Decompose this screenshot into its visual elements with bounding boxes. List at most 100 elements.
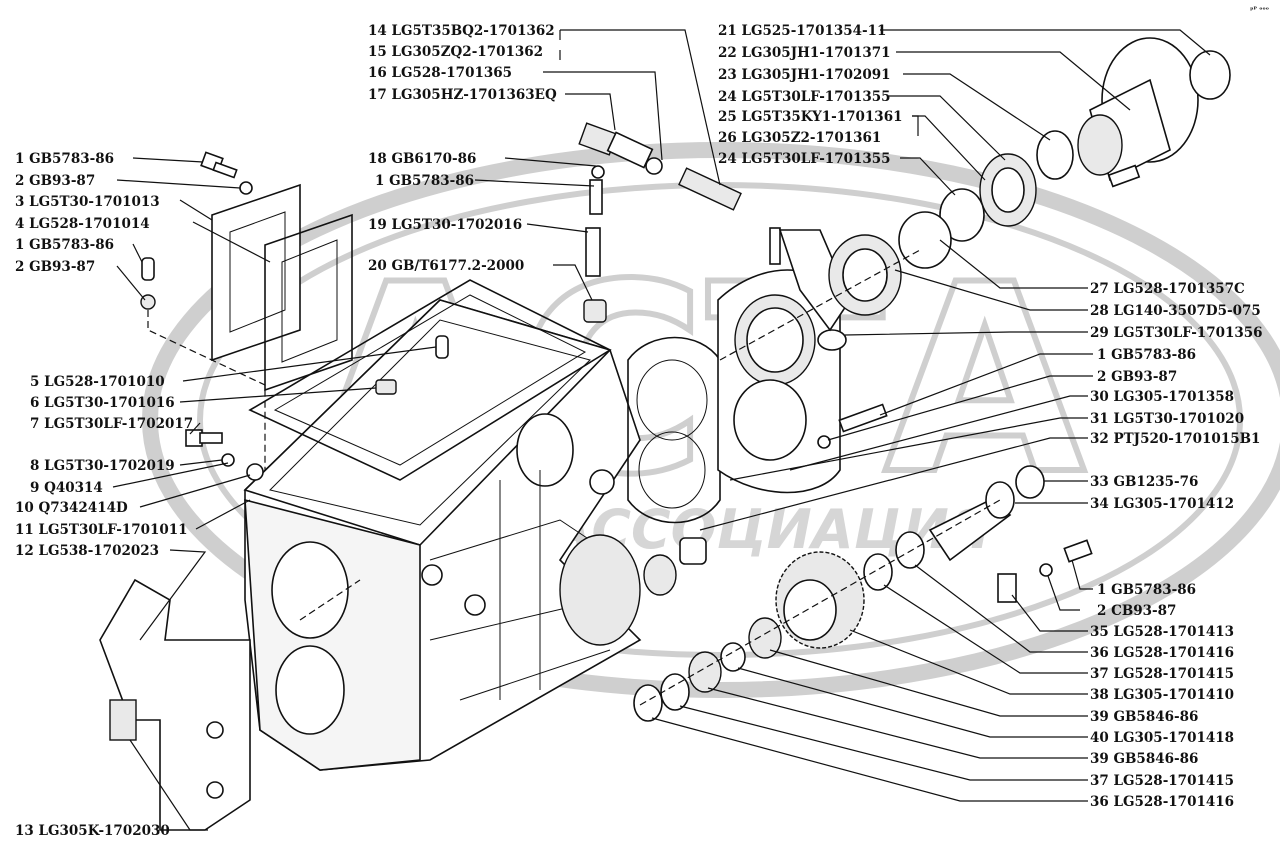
callout-washer-2-d: 2 GB93-87 <box>1097 369 1177 385</box>
callout-bolt-1-c: 1 GB5783-86 <box>375 173 474 189</box>
callout-washer-2-b: 2 GB93-87 <box>15 259 95 275</box>
seal-23-inner <box>991 167 1025 213</box>
gasket-4-window <box>281 239 338 363</box>
bearing-28-inner <box>842 248 888 302</box>
shift-fork-body <box>99 578 251 831</box>
output-flange-21 <box>1077 37 1231 188</box>
callout-part-35: 35 LG528-1701413 <box>1090 624 1234 640</box>
cover-plate-3 <box>211 183 301 362</box>
callout-part-39-b: 39 GB5846-86 <box>1090 751 1198 767</box>
cover-plate-3-window <box>229 211 286 333</box>
pin-5 <box>435 335 449 359</box>
callout-part-17: 17 LG305HZ-1701363EQ <box>368 87 557 103</box>
needle-bearing-39-lower <box>688 651 722 693</box>
callout-part-15: 15 LG305ZQ2-1701362 <box>368 44 543 60</box>
rear-cover-31 <box>717 269 847 494</box>
lock-plate-35 <box>997 573 1017 603</box>
callout-part-36-a: 36 LG528-1701416 <box>1090 645 1234 661</box>
callout-part-27: 27 LG528-1701357C <box>1090 281 1245 297</box>
callout-part-13: 13 LG305K-1702030 <box>15 823 170 839</box>
flange-21-bolt <box>1107 164 1141 188</box>
callout-part-26: 26 LG305Z2-1701361 <box>718 130 881 146</box>
callout-part-24-a: 24 LG5T30LF-1701355 <box>718 89 891 105</box>
callout-part-30: 30 LG305-1701358 <box>1090 389 1234 405</box>
callout-cover-3: 3 LG5T30-1701013 <box>15 194 160 210</box>
cover-31-bore-2 <box>733 379 807 461</box>
speedo-boss-housing <box>778 229 851 332</box>
bolt-1-lower <box>1063 539 1093 563</box>
callout-part-20: 20 GB/T6177.2-2000 <box>368 258 524 274</box>
callout-washer-2-a: 2 GB93-87 <box>15 173 95 189</box>
speedo-gear-14 <box>678 167 742 211</box>
housing-ribs <box>429 470 621 701</box>
gasket-30-outline <box>627 336 721 524</box>
callout-part-28: 28 LG140-3507D5-075 <box>1090 303 1261 319</box>
washer-2-lower <box>1039 563 1053 577</box>
watermark-ellipse-outer <box>142 142 1280 698</box>
speedometer-drive <box>578 122 742 211</box>
callout-part-24-b: 24 LG5T30LF-1701355 <box>718 151 891 167</box>
callout-part-37-a: 37 LG528-1701415 <box>1090 666 1234 682</box>
housing-top-opening <box>269 319 591 526</box>
callout-part-36-b: 36 LG528-1701416 <box>1090 794 1234 810</box>
callout-bolt-1-e: 1 GB5783-86 <box>1097 582 1196 598</box>
bolt-1-left <box>141 257 155 281</box>
callout-part-25: 25 LG5T35KY1-1701361 <box>718 109 903 125</box>
callout-part-23: 23 LG305JH1-1702091 <box>718 67 891 83</box>
callout-labels: 1 GB5783-86 2 GB93-87 3 LG5T30-1701013 4… <box>15 23 1263 839</box>
callout-bolt-1-b: 1 GB5783-86 <box>15 237 114 253</box>
housing-boss-3 <box>421 564 443 586</box>
callout-part-5: 5 LG528-1701010 <box>30 374 165 390</box>
washer-2-top-left <box>239 181 253 195</box>
housing-bore-lower <box>275 645 345 735</box>
callout-part-39-a: 39 GB5846-86 <box>1090 709 1198 725</box>
callout-part-29: 29 LG5T30LF-1701356 <box>1090 325 1263 341</box>
vent-plug <box>769 227 781 265</box>
nut-20 <box>583 299 607 323</box>
callout-part-21: 21 LG525-1701354-11 <box>718 23 886 39</box>
callout-washer-2-e: 2 CB93-87 <box>1097 603 1176 619</box>
callout-part-7: 7 LG5T30LF-1702017 <box>30 416 193 432</box>
callout-part-12: 12 LG538-1702023 <box>15 543 159 559</box>
washer-2-right <box>817 435 831 449</box>
callout-part-6: 6 LG5T30-1701016 <box>30 395 175 411</box>
callout-part-18: 18 GB6170-86 <box>368 151 476 167</box>
bushing-32 <box>679 537 707 565</box>
shaft-34-end <box>985 481 1015 519</box>
spacer-40 <box>720 642 746 672</box>
callout-part-11: 11 LG5T30LF-1701011 <box>15 522 188 538</box>
gasket-30-bore-1 <box>636 359 708 441</box>
shift-fork-hole-1 <box>206 721 224 739</box>
shift-fork-pad <box>109 699 137 741</box>
washer-24 <box>939 188 985 242</box>
callout-part-32: 32 PTJ520-1701015B1 <box>1090 431 1260 447</box>
top-cover-gasket-inner <box>273 294 587 466</box>
corner-mark: ᵖᴾ ᵒᵒᵒ <box>1250 5 1269 14</box>
bolt-1-right <box>838 403 888 433</box>
callout-part-10: 10 Q7342414D <box>15 500 128 516</box>
needle-bearing-39-upper <box>748 617 782 659</box>
nut-18 <box>591 165 605 179</box>
callout-bolt-1-a: 1 GB5783-86 <box>15 151 114 167</box>
housing-side-bore <box>516 413 574 487</box>
callout-part-16: 16 LG528-1701365 <box>368 65 512 81</box>
gear-38-hub <box>783 579 837 641</box>
shaft-34-body <box>928 499 1012 562</box>
bolt-1-top-left <box>200 151 238 179</box>
washer-36-upper <box>895 531 925 569</box>
washer-22 <box>1036 130 1074 180</box>
bearing-32 <box>643 554 677 596</box>
assembly-line-countershaft <box>639 499 1001 706</box>
washer-36-lower <box>633 684 663 722</box>
callout-part-33: 33 GB1235-76 <box>1090 474 1198 490</box>
plug-6 <box>375 379 397 395</box>
speedo-ring-15 <box>645 157 663 175</box>
washer-37-lower <box>660 673 690 711</box>
callout-gasket-4: 4 LG528-1701014 <box>15 216 150 232</box>
shift-fork-hole-2 <box>206 781 224 799</box>
housing-rear-hub <box>559 534 641 646</box>
callout-part-8: 8 LG5T30-1702019 <box>30 458 175 474</box>
callout-part-40: 40 LG305-1701418 <box>1090 730 1234 746</box>
speedo-housing-16 <box>606 131 654 169</box>
